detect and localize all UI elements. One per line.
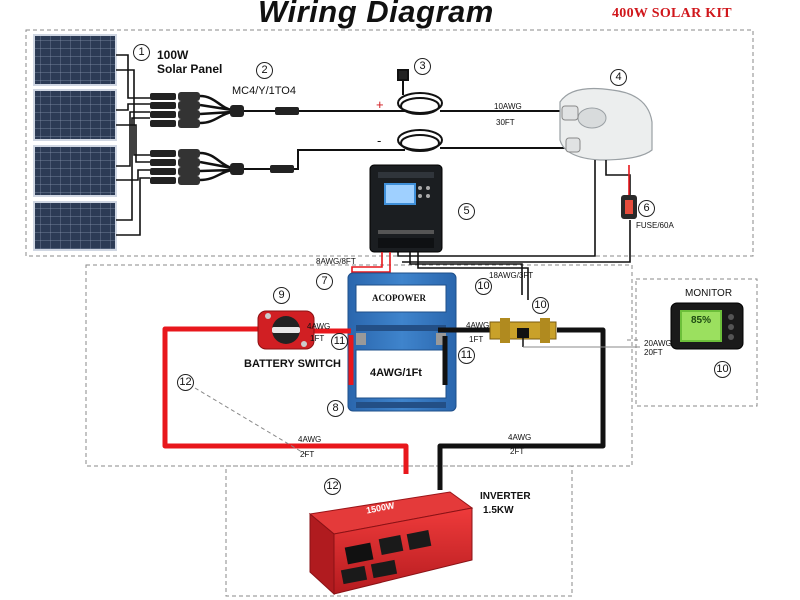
label-monitor: MONITOR <box>685 288 733 299</box>
battery-switch <box>257 310 315 350</box>
label-monitor-ft: 20FT <box>644 348 663 357</box>
label-left-ft: 2FT <box>300 450 315 459</box>
label-10awg: 10AWG <box>494 102 522 111</box>
label-fuse: FUSE/60A <box>636 221 674 230</box>
mc4-branch-negative <box>150 149 294 185</box>
solar-panels <box>33 34 117 251</box>
label-30ft: 30FT <box>496 118 515 127</box>
callout-11-left: 11 <box>331 333 348 350</box>
callout-6: 6 <box>638 200 655 217</box>
pv-cable-coils <box>294 69 570 170</box>
black-cables <box>437 327 606 490</box>
callout-8: 8 <box>327 400 344 417</box>
battery <box>347 272 457 412</box>
battery-region-border <box>85 264 633 467</box>
callout-10-wire: 10 <box>475 278 492 295</box>
solar-panel-2 <box>33 89 117 141</box>
inverter <box>308 491 474 596</box>
diagram-title: Wiring Diagram <box>258 0 494 29</box>
red-cables <box>162 326 409 474</box>
label-8awg: 8AWG/8FT <box>316 257 356 266</box>
mc4-branch-positive <box>150 92 299 128</box>
callout-11-right: 11 <box>458 347 475 364</box>
label-inverter-kw: 1.5KW <box>483 505 514 516</box>
callout-10-monitor: 10 <box>714 361 731 378</box>
label-monitor-screen: 85% <box>691 315 712 326</box>
leader-lines <box>194 339 640 456</box>
solar-panel-4 <box>33 201 117 251</box>
label-connector: MC4/Y/1TO4 <box>232 85 296 97</box>
callout-7: 7 <box>316 273 333 290</box>
callout-2: 2 <box>256 62 273 79</box>
label-right-ft: 2FT <box>510 447 525 456</box>
callout-5: 5 <box>458 203 475 220</box>
solar-panel-1 <box>33 34 117 86</box>
label-battery-switch: BATTERY SWITCH <box>244 358 341 370</box>
panel-leads <box>116 54 150 236</box>
shunt <box>489 318 640 348</box>
controller-battery-cables <box>351 252 529 300</box>
label-switch-awg: 4AWG <box>307 322 331 331</box>
callout-10-shunt: 10 <box>532 297 549 314</box>
callout-1: 1 <box>133 44 150 61</box>
controller-cables <box>397 160 631 263</box>
monitor-region-border <box>635 278 758 407</box>
label-panel-name: Solar Panel <box>157 62 223 76</box>
battery-monitor <box>670 302 744 350</box>
callout-12-left: 12 <box>177 374 194 391</box>
kit-name: 400W SOLAR KIT <box>612 6 732 21</box>
label-inverter: INVERTER <box>480 491 531 502</box>
label-shunt-ft: 1FT <box>469 335 484 344</box>
inline-fuse <box>621 165 637 219</box>
cable-entry-gland <box>559 87 653 161</box>
label-battery-wire: 4AWG/1Ft <box>370 367 422 379</box>
label-panel-watt: 100W <box>157 48 189 62</box>
callout-12-bottom: 12 <box>324 478 341 495</box>
callout-9: 9 <box>273 287 290 304</box>
label-switch-ft: 1FT <box>310 334 325 343</box>
charge-controller <box>369 164 443 253</box>
label-right-awg: 4AWG <box>508 433 532 442</box>
label-left-awg: 4AWG <box>298 435 322 444</box>
solar-panel-3 <box>33 145 117 197</box>
label-monitor-awg: 20AWG <box>644 339 672 348</box>
label-negative: - <box>377 133 382 148</box>
callout-4: 4 <box>610 69 627 86</box>
callout-3: 3 <box>414 58 431 75</box>
label-shunt-awg: 4AWG <box>466 321 490 330</box>
label-battery-brand: ACOPOWER <box>372 293 426 303</box>
label-18awg: 18AWG/3FT <box>489 271 534 280</box>
label-positive: + <box>376 97 384 112</box>
